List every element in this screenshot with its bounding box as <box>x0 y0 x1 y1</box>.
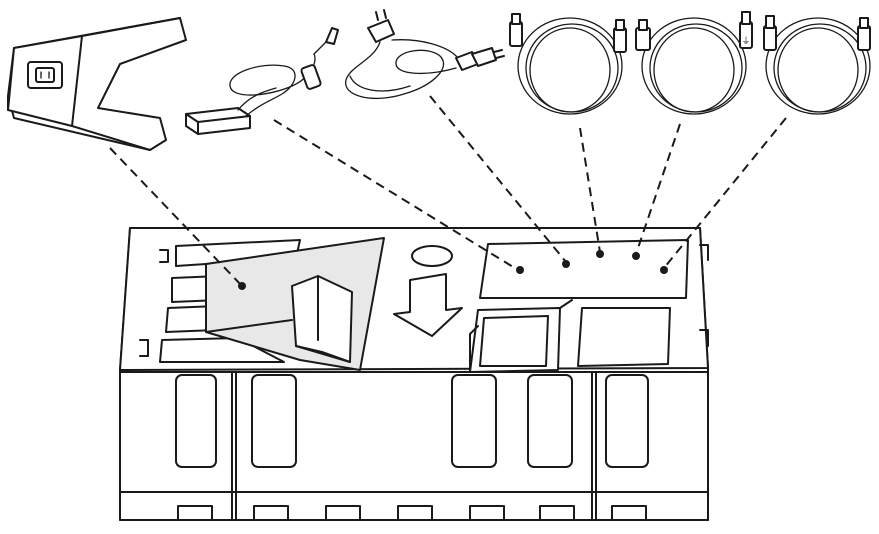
svg-text:⏚: ⏚ <box>741 36 750 47</box>
stand-base-icon <box>8 18 186 150</box>
coiled-cable-icon <box>764 16 870 114</box>
foam-tray-icon <box>120 228 708 520</box>
power-cord-icon <box>346 10 504 98</box>
power-adapter-icon <box>186 28 338 134</box>
coiled-cable-icon <box>510 14 626 114</box>
coiled-usb-cable-icon: ⏚ <box>636 12 752 114</box>
